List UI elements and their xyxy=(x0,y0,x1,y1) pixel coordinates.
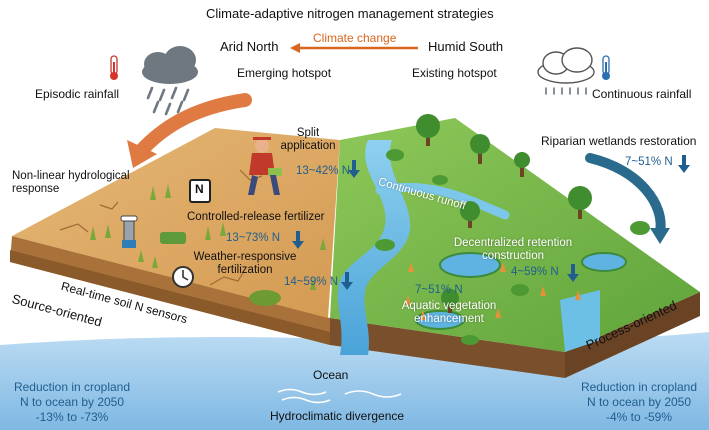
clock-icon xyxy=(172,266,194,288)
left-reduction-line2: N to ocean by 2050 xyxy=(19,395,125,409)
diagram-title: Climate-adaptive nitrogen management str… xyxy=(206,6,494,21)
thermometer-icon-right xyxy=(602,55,610,80)
aquatic-vegetation-label: Aquatic vegetation enhancement xyxy=(401,300,497,326)
runoff-orange-arrow xyxy=(133,93,252,159)
fertilizer-pellets xyxy=(160,232,186,244)
weather-responsive-value: 14~59% N xyxy=(284,276,339,288)
riparian-flow-arrow xyxy=(585,153,666,237)
riparian-restoration-label: Riparian wetlands restoration xyxy=(541,134,697,148)
humid-block-right xyxy=(565,292,700,378)
continuous-rainfall-label: Continuous rainfall xyxy=(592,87,692,101)
reduction-arrows xyxy=(292,155,690,290)
crop-patch xyxy=(249,290,281,306)
shrubs xyxy=(375,149,650,345)
existing-hotspot-label: Existing hotspot xyxy=(412,66,497,80)
controlled-release-value: 13~73% N xyxy=(226,232,281,244)
decentralized-retention-label: Decentralized retention construction xyxy=(453,237,573,263)
humid-block-front xyxy=(330,318,565,378)
riparian-restoration-value: 7~51% N xyxy=(625,156,673,168)
trees xyxy=(416,114,592,313)
pond-aquatic xyxy=(415,310,465,330)
rain-cloud-icon xyxy=(537,47,595,95)
episodic-rainfall-label: Episodic rainfall xyxy=(35,87,120,101)
left-reduction-range: -13% to -73% xyxy=(35,410,109,424)
pond-riparian xyxy=(581,252,627,272)
climate-change-label: Climate change xyxy=(313,31,397,45)
humid-south-label: Humid South xyxy=(428,39,504,54)
arid-block-top xyxy=(12,128,340,318)
arid-block-front-layer xyxy=(10,250,330,345)
aquatic-vegetation xyxy=(405,262,581,320)
right-reduction-line1: Reduction in cropland xyxy=(580,380,698,394)
split-application-label: Split application xyxy=(280,127,336,153)
controlled-release-label: Controlled-release fertilizer xyxy=(187,211,325,223)
runoff-channel xyxy=(375,182,510,220)
pond-retention xyxy=(439,252,501,278)
nonlinear-response-label: Non-linear hydrological response xyxy=(12,170,130,196)
fertilizer-bag-icon xyxy=(189,179,211,203)
wave-lines xyxy=(277,388,402,404)
emerging-hotspot-label: Emerging hotspot xyxy=(237,66,332,80)
river xyxy=(337,140,411,355)
arid-north-label: Arid North xyxy=(220,39,279,54)
left-reduction-line1: Reduction in cropland xyxy=(13,380,131,394)
crops xyxy=(90,184,326,290)
right-reduction-range: -4% to -59% xyxy=(605,410,673,424)
fertilizer-bag-letter: N xyxy=(195,182,204,196)
decentralized-retention-value: 4~59% N xyxy=(511,266,559,278)
soil-sensor-icon xyxy=(120,215,138,248)
thermometer-icon-left xyxy=(110,55,118,80)
split-application-value: 13~42% N xyxy=(296,165,351,177)
hydroclimatic-divergence-label: Hydroclimatic divergence xyxy=(270,409,405,423)
storm-cloud-icon xyxy=(142,46,198,116)
weather-responsive-label: Weather-responsive fertilization xyxy=(193,251,297,277)
drainage-channel xyxy=(560,290,600,352)
farmer-figure xyxy=(248,137,282,195)
ocean-label: Ocean xyxy=(313,368,349,382)
aquatic-vegetation-value: 7~51% N xyxy=(415,284,463,296)
humid-block-top xyxy=(330,118,700,352)
right-reduction-line2: N to ocean by 2050 xyxy=(586,395,692,409)
